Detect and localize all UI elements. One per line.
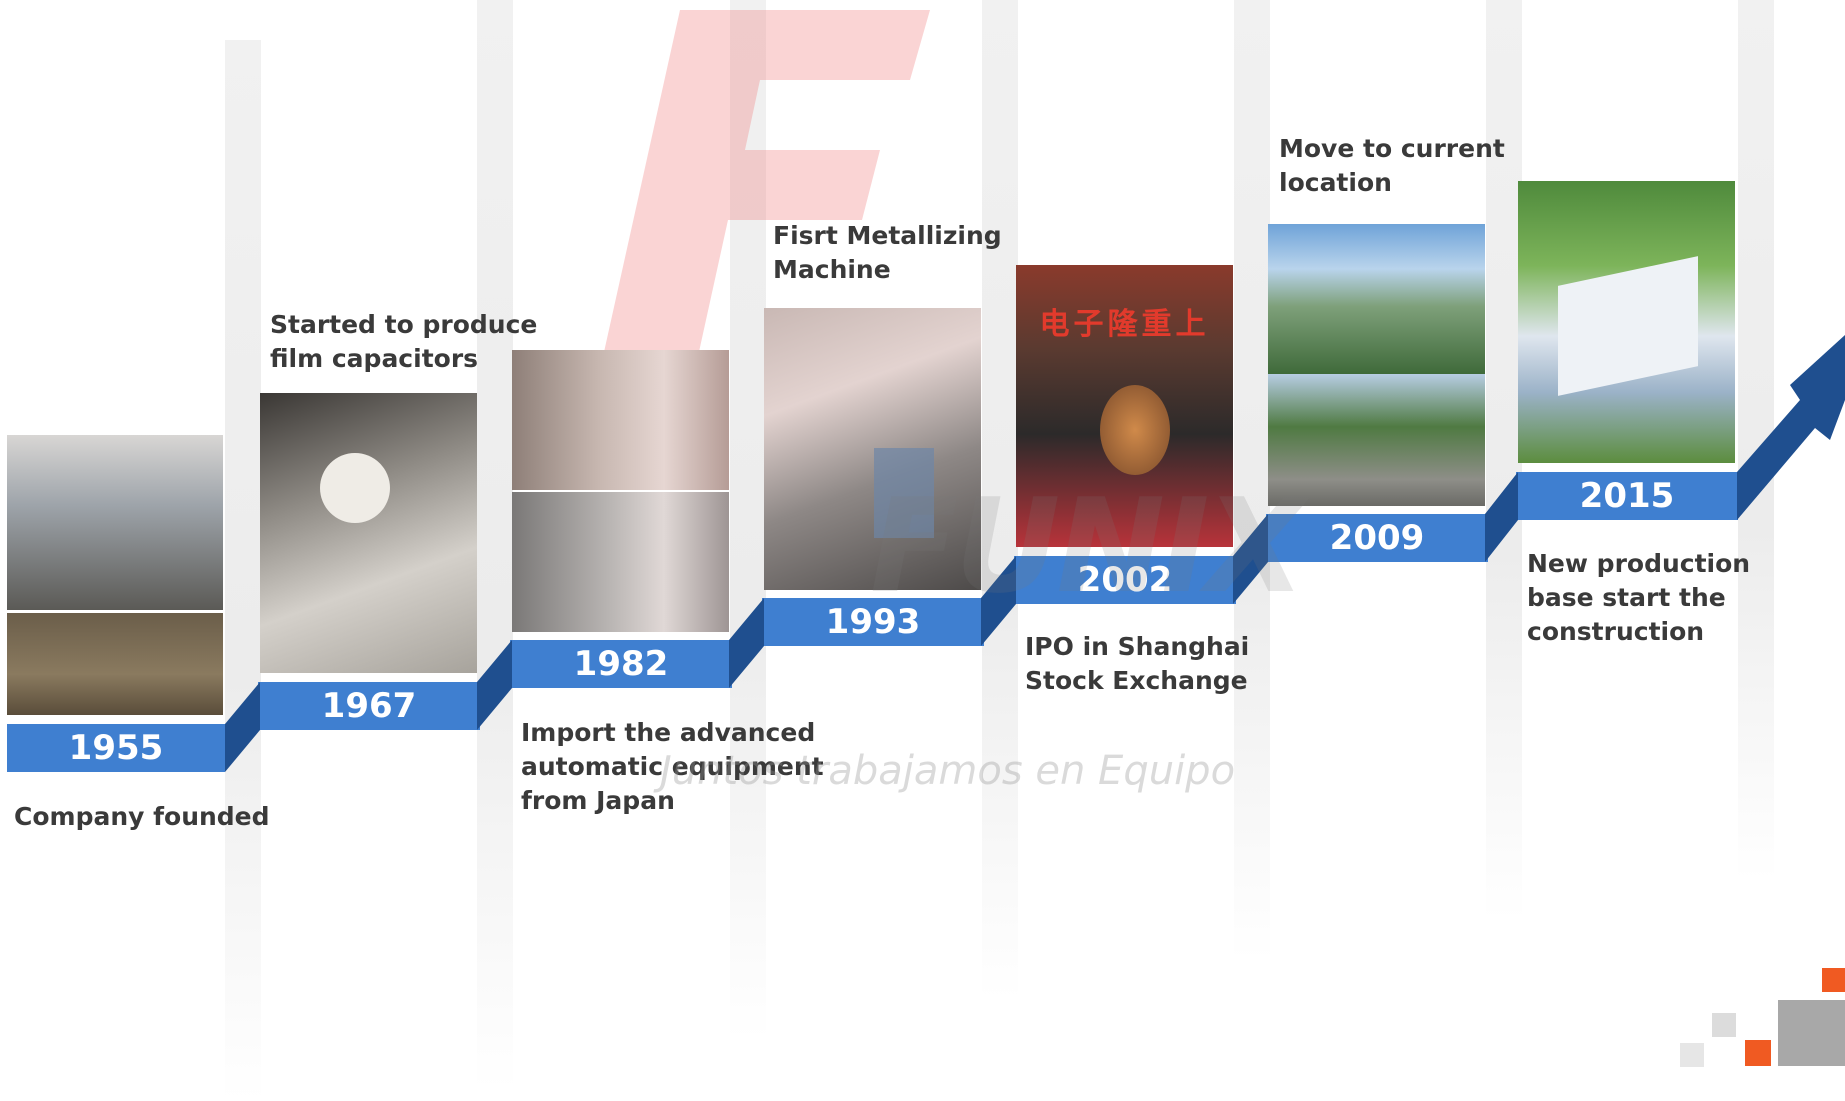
column-shade: [1486, 0, 1522, 920]
column-shade: [477, 0, 513, 1090]
year-label: 2009: [1329, 518, 1425, 558]
year-label: 1967: [321, 686, 417, 726]
year-bar-2015: 2015: [1516, 472, 1738, 520]
year-bar-1982: 1982: [510, 640, 732, 688]
column-shade: [225, 40, 261, 1101]
logo-square-light: [1712, 1013, 1736, 1037]
caption-line: Import the advanced: [521, 718, 816, 747]
photo-2015: [1518, 181, 1735, 463]
photo-1993: [764, 308, 981, 590]
photo-1955: [7, 435, 223, 715]
column-shade: [1234, 0, 1270, 960]
logo-square-orange-small: [1745, 1040, 1771, 1066]
year-label: 1993: [825, 602, 921, 642]
step-connector: [1485, 472, 1518, 562]
watermark-slogan: Juntos trabajamos en Equipo: [660, 748, 1236, 794]
caption-line: from Japan: [521, 786, 675, 815]
step-connector: [477, 640, 512, 730]
year-label: 2002: [1077, 560, 1173, 600]
caption-line: Company founded: [14, 802, 270, 831]
caption-line: base start the: [1527, 583, 1726, 612]
year-bar-1955: 1955: [7, 724, 225, 772]
column-shade: [730, 0, 766, 1040]
caption-1993: Fisrt Metallizing Machine: [773, 219, 1002, 287]
logo-square-light: [1680, 1043, 1704, 1067]
caption-2009: Move to current location: [1279, 132, 1505, 200]
photo-2002: 电子隆重上: [1016, 265, 1233, 547]
caption-line: IPO in Shanghai: [1025, 632, 1250, 661]
caption-line: New production: [1527, 549, 1751, 578]
caption-1982: Import the advanced automatic equipment …: [521, 716, 824, 818]
watermark-brand: FUNIX: [870, 470, 1306, 622]
caption-2015: New production base start the constructi…: [1527, 547, 1750, 649]
photo-banner-text: 电子隆重上: [1039, 307, 1210, 342]
step-connector: [729, 598, 764, 688]
caption-1967: Started to produce film capacitors: [270, 308, 537, 376]
step-connector: [981, 556, 1016, 646]
caption-line: Machine: [773, 255, 891, 284]
photo-1982: [512, 350, 729, 632]
photo-2009: [1268, 224, 1485, 506]
year-label: 1955: [68, 728, 164, 768]
arrow-head: [1737, 335, 1845, 520]
year-label: 1982: [573, 644, 669, 684]
caption-line: automatic equipment: [521, 752, 824, 781]
caption-line: film capacitors: [270, 344, 479, 373]
logo-square-orange: [1822, 968, 1845, 992]
step-connector: [225, 682, 260, 772]
year-bar-1967: 1967: [258, 682, 480, 730]
watermark-logo: [600, 10, 930, 370]
caption-line: construction: [1527, 617, 1705, 646]
photo-1967: [260, 393, 477, 673]
caption-line: Started to produce: [270, 310, 538, 339]
logo-square-gray: [1778, 1000, 1845, 1066]
caption-1955: Company founded: [14, 800, 270, 834]
caption-line: Move to current: [1279, 134, 1505, 163]
caption-line: location: [1279, 168, 1392, 197]
year-label: 2015: [1579, 476, 1675, 516]
year-bar-2009: 2009: [1266, 514, 1488, 562]
year-bar-1993: 1993: [762, 598, 984, 646]
year-bar-2002: 2002: [1014, 556, 1236, 604]
caption-line: Fisrt Metallizing: [773, 221, 1002, 250]
column-shade: [982, 0, 1018, 1000]
caption-2002: IPO in Shanghai Stock Exchange: [1025, 630, 1249, 698]
step-connector: [1233, 514, 1268, 604]
caption-line: Stock Exchange: [1025, 666, 1248, 695]
